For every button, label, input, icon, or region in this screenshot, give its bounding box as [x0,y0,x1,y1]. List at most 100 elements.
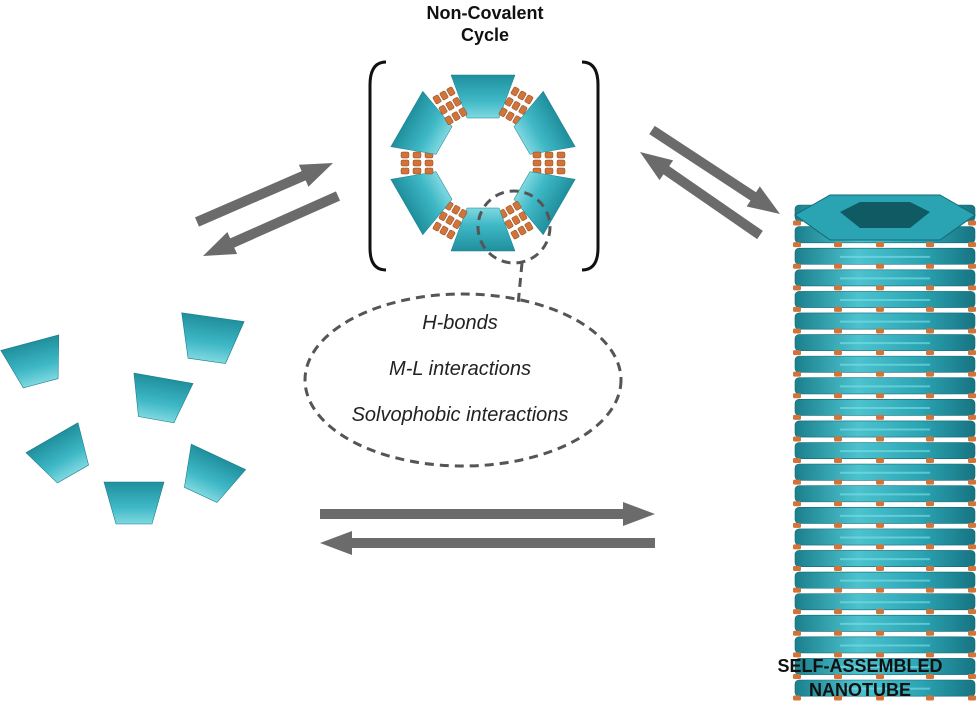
tube-linker [876,306,884,312]
free-monomer [25,422,89,484]
free-monomer [181,312,245,364]
linker [445,215,455,225]
linker-group [498,86,534,125]
tube-linker [793,609,801,615]
cycle-title-line2: Cycle [460,25,510,45]
linker-group [432,201,468,240]
linker [451,205,461,215]
linker [544,159,554,167]
tube-linker [834,522,842,528]
arrow [203,191,341,256]
tube-linker [876,587,884,593]
tube-linker [926,673,934,679]
linker [439,225,449,236]
tube-linker [968,393,976,399]
linker [544,167,554,175]
arrow [320,531,655,555]
tube-linker [793,501,801,507]
tube-linker [834,630,842,636]
tube-opening [840,202,930,228]
tube-linker [876,263,884,269]
tube-linker [876,673,884,679]
tube-linker [968,285,976,291]
linker [412,151,422,159]
linker [532,159,542,167]
tube-linker [834,436,842,442]
tube-linker [876,609,884,615]
tube-linker [876,371,884,377]
tube-linker [926,609,934,615]
tube-linker [968,479,976,485]
linker [504,97,514,107]
callout-line [516,262,524,306]
tube-linker [834,501,842,507]
linker-group [498,201,534,240]
linker [452,219,462,229]
tube-linker [876,630,884,636]
tube-linker [968,544,976,550]
tube-linker [834,587,842,593]
cycle-monomer [450,74,516,119]
linker [458,107,468,117]
linker [400,151,410,159]
linker [445,101,455,111]
interaction-h-bonds: H-bonds [422,312,498,334]
tube-linker [876,242,884,248]
linker [524,221,534,232]
tube-linker [968,220,976,226]
linker-group [532,151,566,175]
tube-linker [876,414,884,420]
linker [505,205,515,215]
tube-linker [926,501,934,507]
tube-linker [926,242,934,248]
linker-group [432,86,468,125]
interactions-ellipse [303,292,623,468]
linker [524,94,534,105]
tube-linker [793,695,801,701]
tube-linker [834,566,842,571]
linker [498,107,508,117]
free-monomer [133,372,194,424]
tube-linker [876,479,884,485]
tube-linker [793,220,801,226]
free-monomers [0,312,247,525]
tube-linker [968,306,976,312]
tube-linker [968,458,976,464]
tube-linker [834,458,842,464]
hexagonal-cycle [390,74,576,252]
tube-linker [926,695,934,701]
tube-linker [926,436,934,442]
tube-linker [834,479,842,485]
linker [446,86,456,97]
linker [556,167,566,175]
linker [438,211,448,221]
tube-linker [968,652,976,658]
tube-linker [793,587,801,593]
free-monomer [184,443,247,503]
cycle-monomer [513,171,576,236]
cycle-monomer [390,171,453,236]
magnifier-callout [303,189,623,468]
tube-linker [793,371,801,377]
linker [400,167,410,175]
tube-linker [793,242,801,248]
tube-linker [834,242,842,248]
tube-linker [876,393,884,399]
arrow [649,125,780,214]
linker [451,111,461,121]
free-monomer [0,334,60,389]
arrow [640,152,763,240]
nanotube-label: SELF-ASSEMBLED NANOTUBE [740,654,980,702]
tube-linker [793,458,801,464]
linker [556,159,566,167]
tube-linker [968,630,976,636]
linker [504,219,514,229]
interaction-ml: M-L interactions [389,358,531,380]
tube-linker [926,393,934,399]
equilibrium-arrows [195,125,780,555]
tube-linker [968,263,976,269]
cycle-monomer [450,207,516,252]
linker [510,229,520,240]
linker [510,86,520,97]
tube-linker [876,285,884,291]
